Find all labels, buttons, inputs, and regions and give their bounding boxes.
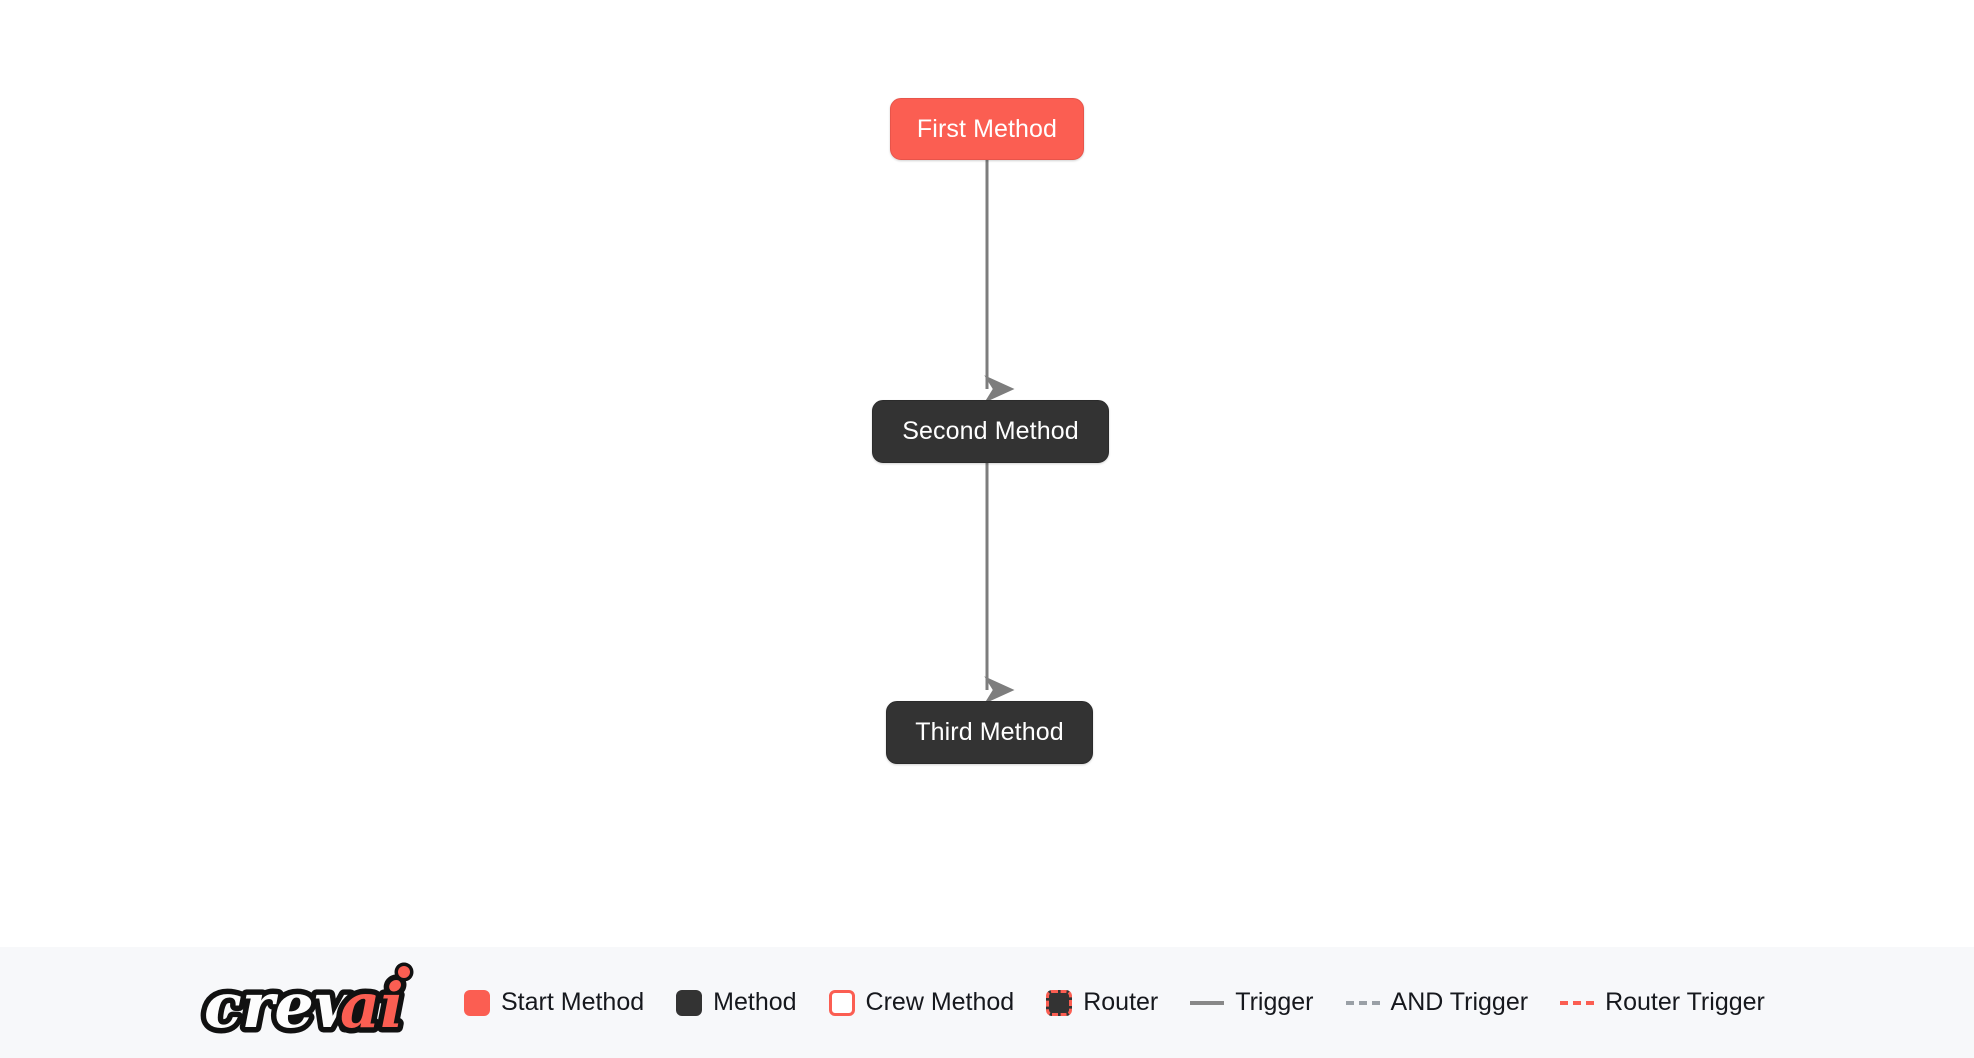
method-swatch-icon — [676, 989, 703, 1016]
legend-item-method: Method — [676, 988, 797, 1017]
start-method-swatch-icon — [464, 989, 490, 1016]
flow-node-third-method[interactable]: Third Method — [886, 701, 1093, 764]
crewai-logo: crew crew ai ai — [199, 962, 414, 1047]
edge-layer — [984, 160, 1015, 704]
flow-node-label: Third Method — [915, 718, 1064, 746]
legend-item-and-trigger: AND Trigger — [1345, 988, 1529, 1017]
legend-label: Router — [1083, 988, 1159, 1016]
flow-node-label: First Method — [916, 114, 1058, 143]
router-swatch-icon — [1046, 989, 1073, 1016]
legend-label: Trigger — [1235, 988, 1314, 1016]
svg-text:ai: ai — [340, 969, 404, 1042]
trigger-line-icon — [1190, 1000, 1225, 1005]
legend-label: Router Trigger — [1605, 988, 1765, 1016]
legend-label: AND Trigger — [1390, 988, 1529, 1016]
legend-item-start-method: Start Method — [464, 988, 644, 1017]
legend-item-router-trigger: Router Trigger — [1560, 988, 1765, 1017]
flow-node-first-method[interactable]: First Method — [890, 98, 1084, 160]
legend-label: Method — [713, 988, 797, 1016]
legend-label: Start Method — [501, 988, 645, 1016]
flow-node-label: Second Method — [902, 417, 1079, 445]
svg-text:crew: crew — [204, 969, 370, 1042]
legend-bar: crew crew ai ai Start Method Method Crew… — [0, 947, 1974, 1058]
and-trigger-line-icon — [1345, 1000, 1380, 1005]
crew-method-swatch-icon — [828, 989, 855, 1016]
legend-item-crew-method: Crew Method — [828, 988, 1015, 1017]
legend-item-trigger: Trigger — [1190, 988, 1314, 1017]
flow-node-second-method[interactable]: Second Method — [872, 400, 1109, 463]
flow-canvas[interactable]: First Method Second Method Third Method — [0, 0, 1974, 947]
legend-label: Crew Method — [865, 988, 1015, 1016]
svg-text:crew: crew — [204, 969, 370, 1042]
legend-item-router: Router — [1046, 988, 1158, 1017]
router-trigger-line-icon — [1560, 1000, 1595, 1005]
